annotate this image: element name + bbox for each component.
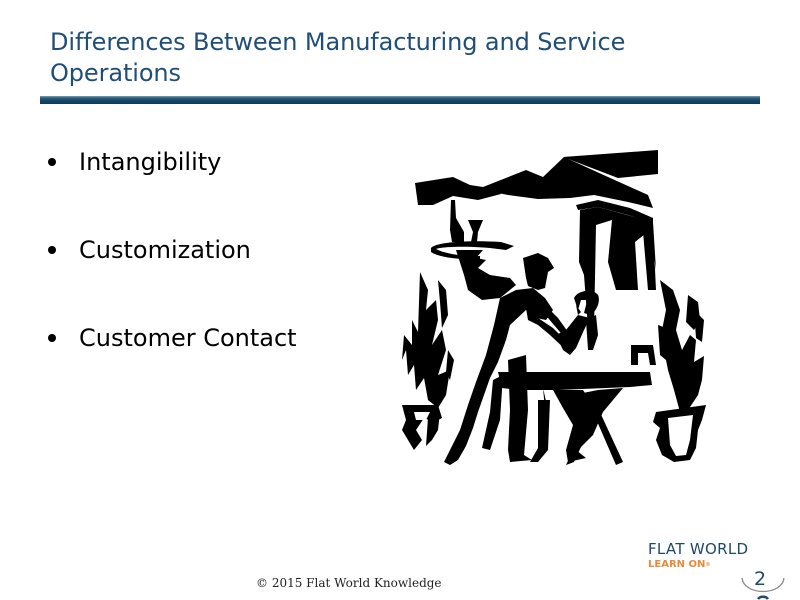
bullet-dot-icon	[48, 246, 56, 254]
page-number-arc-icon	[741, 577, 785, 600]
bullet-text: Customer Contact	[79, 324, 297, 352]
copyright-notice: © 2015 Flat World Knowledge	[256, 576, 442, 590]
slide-title: Differences Between Manufacturing and Se…	[50, 28, 626, 87]
page-number-badge: 2	[738, 566, 788, 600]
bullet-dot-icon	[48, 334, 56, 342]
logo-registered-mark: ®	[705, 562, 711, 568]
flat-world-logo: FLAT WORLD LEARN ON®	[648, 541, 778, 572]
logo-tagline-text: LEARN ON	[648, 559, 706, 570]
restaurant-waiter-clipart-icon	[398, 150, 710, 470]
title-divider	[40, 96, 760, 104]
bullet-text: Customization	[79, 236, 251, 264]
bullet-dot-icon	[48, 158, 56, 166]
page-number: 2	[754, 568, 767, 590]
logo-tagline: LEARN ON®	[648, 558, 778, 572]
logo-wordmark: FLAT WORLD	[648, 540, 749, 558]
bullet-text: Intangibility	[79, 148, 222, 176]
